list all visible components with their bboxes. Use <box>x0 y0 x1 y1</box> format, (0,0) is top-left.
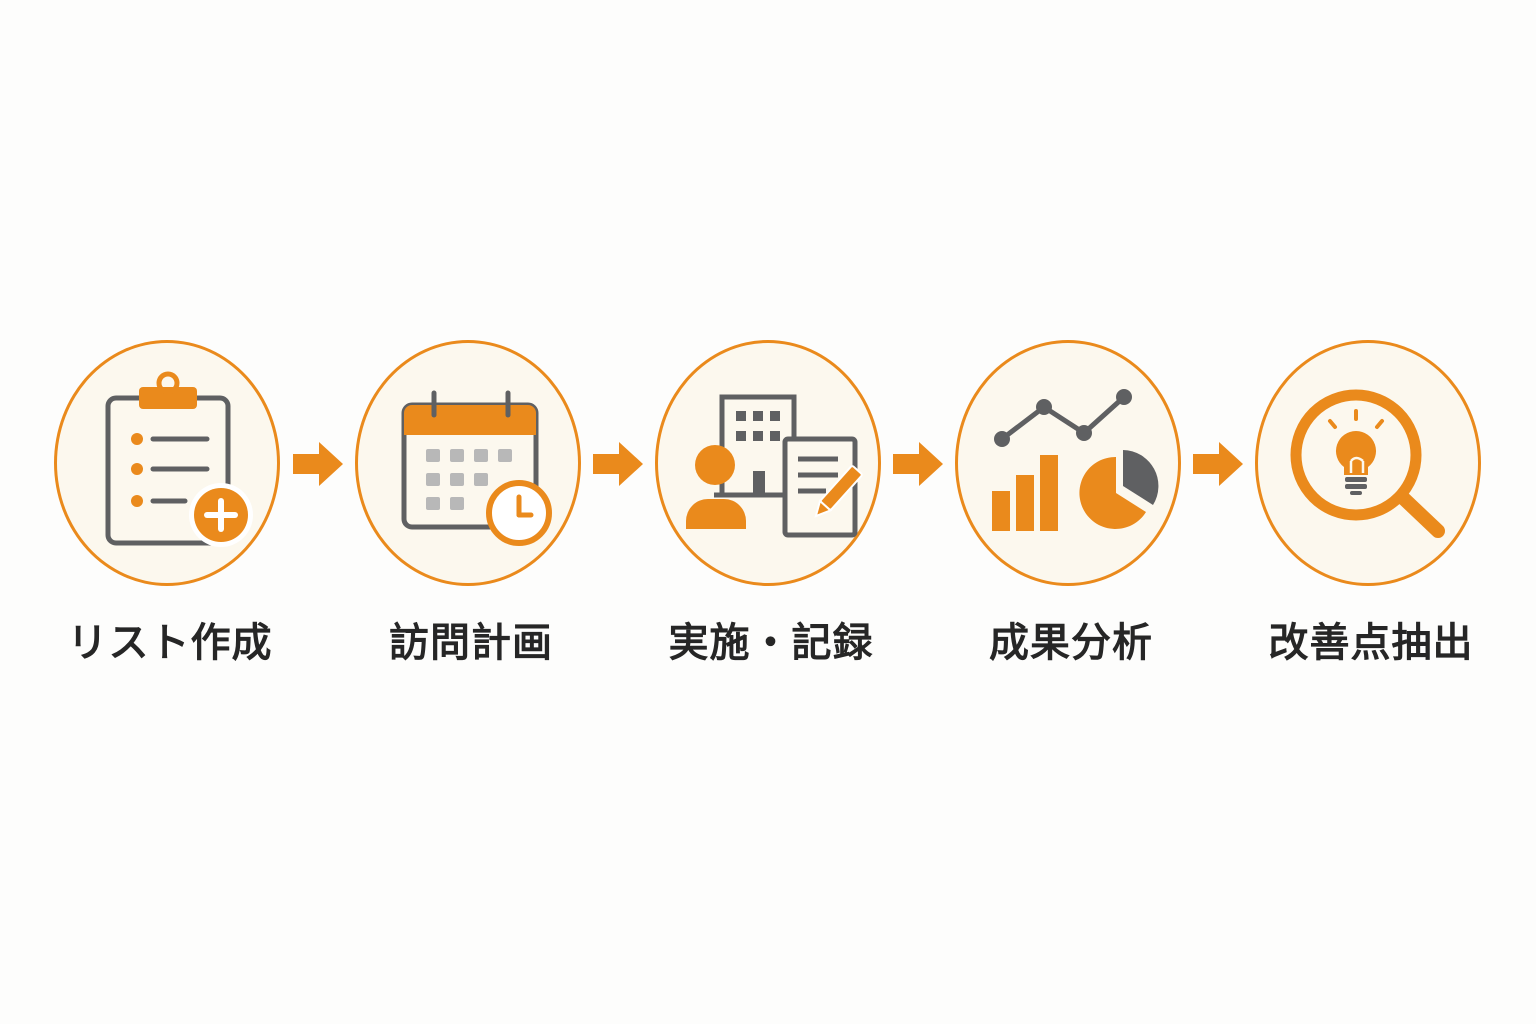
step-circle <box>655 340 881 586</box>
step-circle <box>355 340 581 586</box>
analytics-chart-icon <box>992 389 1159 531</box>
step-label: 訪問計画 <box>389 620 553 666</box>
step-visit-plan: 訪問計画 <box>355 340 587 666</box>
arrow-right-icon <box>1193 442 1243 486</box>
step-label: リスト作成 <box>67 620 273 666</box>
step-label: 改善点抽出 <box>1268 620 1474 666</box>
step-list-creation: リスト作成 <box>54 340 286 666</box>
clipboard-add-icon <box>105 371 253 547</box>
step-circle <box>955 340 1181 586</box>
arrow-right-icon <box>893 442 943 486</box>
step-result-analysis: 成果分析 <box>955 340 1187 666</box>
visit-record-icon <box>686 394 863 538</box>
arrow-right-icon <box>293 442 343 486</box>
step-circle <box>54 340 280 586</box>
lightbulb-magnifier-icon <box>1290 389 1445 538</box>
step-execution-record: 実施・記録 <box>655 340 887 666</box>
step-improvement-extraction: 改善点抽出 <box>1255 340 1487 666</box>
step-label: 成果分析 <box>989 620 1153 666</box>
step-label: 実施・記録 <box>668 620 874 666</box>
arrow-right-icon <box>593 442 643 486</box>
calendar-clock-icon <box>401 390 552 546</box>
step-circle <box>1255 340 1481 586</box>
